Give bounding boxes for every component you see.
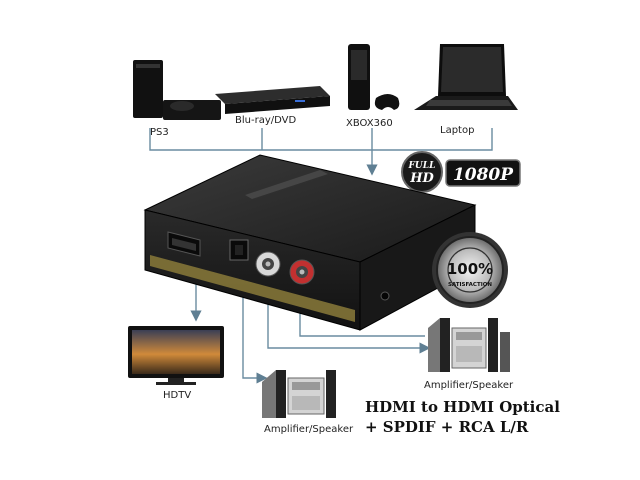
laptop-label: Laptop (440, 125, 474, 136)
hdmi-port (167, 231, 201, 257)
laptop-device: Laptop (414, 44, 518, 136)
caption: HDMI to HDMI Optical + SPDIF + RCA L/R (365, 398, 560, 436)
rca-left-port (255, 251, 281, 277)
rca-output-line-right (267, 292, 431, 354)
hdtv-label: HDTV (163, 390, 191, 401)
satisfaction-seal: 100% SATISFACTION (432, 232, 508, 308)
bluray-device: Blu-ray/DVD (215, 86, 330, 126)
seal-percent: 100% (447, 260, 493, 278)
caption-line1: HDMI to HDMI Optical (365, 398, 560, 416)
amp-left-device: Amplifier/Speaker (262, 370, 354, 435)
caption-line2: + SPDIF + RCA L/R (365, 418, 529, 436)
bluray-label: Blu-ray/DVD (235, 115, 296, 126)
full-hd-bottom: HD (409, 171, 434, 186)
amp-left-label: Amplifier/Speaker (264, 424, 354, 435)
ps3-label: PS3 (150, 127, 169, 138)
optical-port (229, 239, 249, 261)
amp-right-label: Amplifier/Speaker (424, 380, 514, 391)
seal-word: SATISFACTION (448, 282, 492, 288)
full-hd-badge: FULL HD 1080P (401, 151, 521, 193)
resolution-label: 1080P (453, 165, 514, 185)
full-hd-top: FULL (408, 161, 436, 171)
box-logo (245, 170, 328, 199)
xbox-label: XBOX360 (346, 118, 393, 129)
ps3-device: PS3 (133, 60, 221, 138)
xbox-device: XBOX360 (346, 44, 400, 129)
power-port (380, 291, 390, 301)
amp-right-device: Amplifier/Speaker (424, 318, 514, 391)
converter-box (143, 154, 477, 331)
source-bus-line (149, 128, 493, 151)
hdtv-device: HDTV (128, 326, 224, 401)
rca-right-port (289, 259, 315, 285)
optical-output-line (242, 280, 268, 384)
